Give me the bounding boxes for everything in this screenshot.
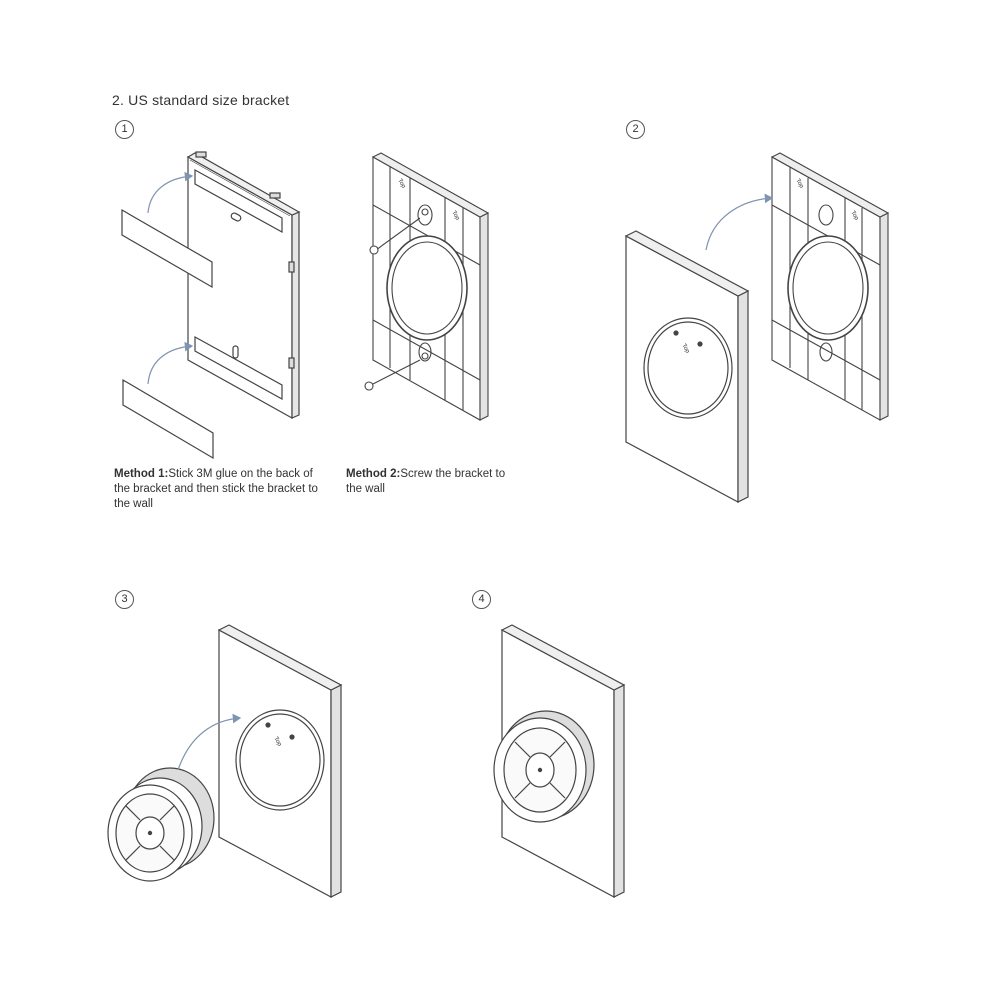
top-mark-5: Top <box>849 210 859 222</box>
bracket-front-screws <box>371 152 490 421</box>
step-1-badge: 1 <box>115 120 134 139</box>
method-1-text: Stick 3M glue on the back of the bracket… <box>114 468 318 510</box>
bracket-step2 <box>770 152 890 421</box>
frame-plate-step3 <box>217 624 343 899</box>
step-2-badge: 2 <box>626 120 645 139</box>
section-heading: 2. US standard size bracket <box>112 92 290 108</box>
top-mark-6: Top <box>272 736 282 748</box>
dial-knob-step3 <box>107 767 215 882</box>
glue-strip-bottom <box>122 378 214 460</box>
top-mark-2: Top <box>450 210 460 222</box>
method-2-text: Screw the bracket to the wall <box>346 468 506 495</box>
glue-strip-top <box>121 208 213 289</box>
step-4-badge: 4 <box>472 590 491 609</box>
bracket-back-glue <box>186 151 301 420</box>
screw-top <box>369 217 421 255</box>
arrow-glue-top <box>147 171 194 214</box>
top-mark-3: Top <box>680 343 690 355</box>
frame-plate-step2 <box>624 230 750 504</box>
method-2-caption: Method 2:Screw the bracket to the wall <box>346 467 521 497</box>
screw-bottom <box>364 359 421 391</box>
step-3-badge: 3 <box>115 590 134 609</box>
top-mark-1: Top <box>396 178 406 190</box>
arrow-plate-to-bracket <box>705 193 774 251</box>
assembled-unit <box>493 624 626 899</box>
method-2-label: Method 2: <box>346 468 401 480</box>
arrow-knob-to-plate <box>177 713 242 771</box>
arrow-glue-bottom <box>147 341 194 385</box>
method-1-caption: Method 1:Stick 3M glue on the back of th… <box>114 467 319 512</box>
method-1-label: Method 1: <box>114 468 169 480</box>
top-mark-4: Top <box>794 178 804 190</box>
